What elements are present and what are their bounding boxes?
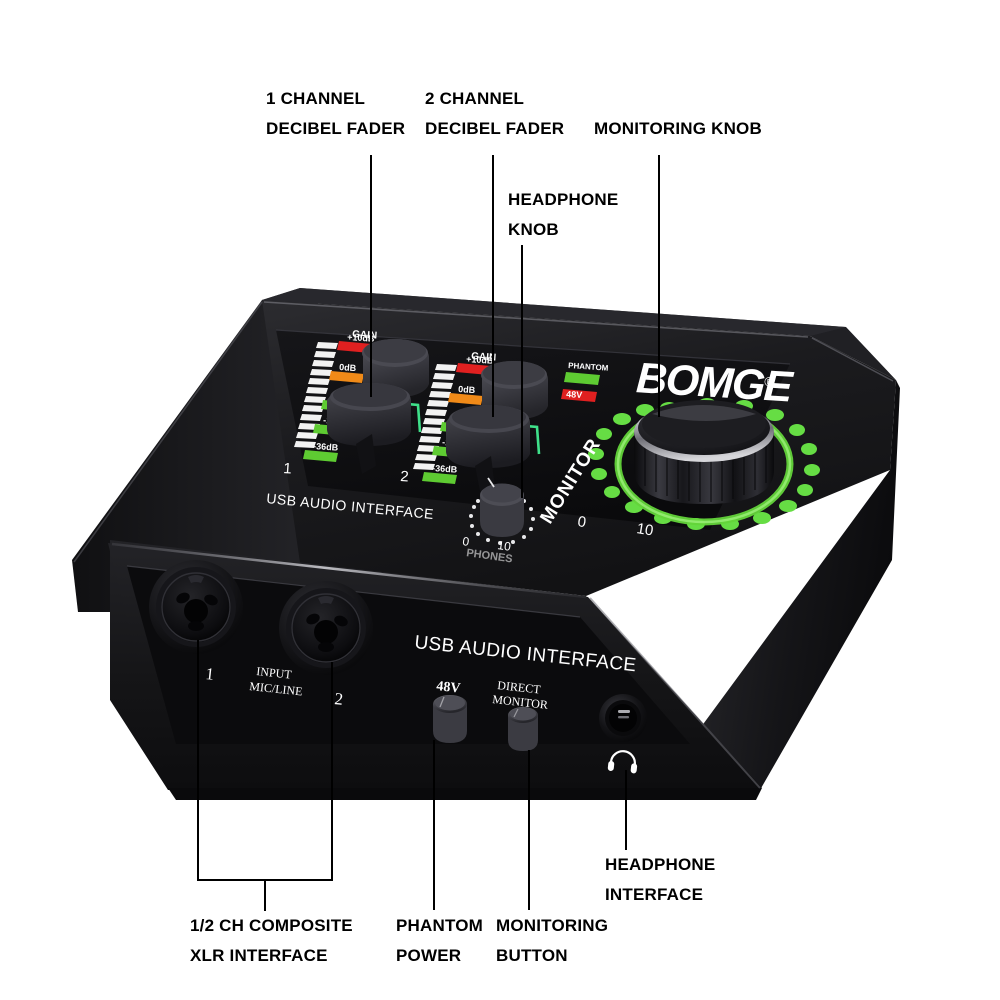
leader-phantom-power xyxy=(433,740,435,910)
svg-text:-36dB: -36dB xyxy=(313,441,339,453)
svg-text:DIRECT: DIRECT xyxy=(497,678,542,697)
callout-xlr-interface-line2: XLR INTERFACE xyxy=(190,946,328,965)
svg-text:-36dB: -36dB xyxy=(432,463,458,475)
svg-text:MIC/LINE: MIC/LINE xyxy=(249,679,303,698)
jack-2-number: 2 xyxy=(334,689,344,709)
svg-text:10: 10 xyxy=(635,520,654,539)
leader-channel-1-fader xyxy=(370,155,372,397)
callout-channel-1-fader-line2: DECIBEL FADER xyxy=(266,119,406,138)
svg-text:10: 10 xyxy=(497,538,512,554)
leader-monitoring-knob xyxy=(658,155,660,417)
phantom-power-button: 48V xyxy=(433,679,467,743)
callout-monitoring-button-line1: MONITORING xyxy=(496,916,609,935)
monitor-knob: 0 10 MONITOR xyxy=(536,398,820,540)
callout-xlr-interface: 1/2 CH COMPOSITE XLR INTERFACE xyxy=(190,911,353,971)
channel-2-fader xyxy=(446,405,541,496)
callout-headphone-interface: HEADPHONE INTERFACE xyxy=(605,850,715,910)
svg-text:INPUT: INPUT xyxy=(256,664,293,682)
svg-text:-13dB: -13dB xyxy=(442,437,468,449)
callout-monitoring-button-line2: BUTTON xyxy=(496,946,568,965)
callout-channel-2-fader-line1: 2 CHANNEL xyxy=(425,89,525,108)
xlr-jack-2 xyxy=(279,581,373,675)
leader-monitoring-button xyxy=(528,750,530,910)
headphone-jack xyxy=(599,694,647,742)
callout-headphone-knob-line1: HEADPHONE xyxy=(508,190,619,209)
xlr-jack-1 xyxy=(149,560,243,654)
svg-text:MONITOR: MONITOR xyxy=(492,692,549,712)
callout-channel-1-fader-line1: 1 CHANNEL xyxy=(266,89,366,108)
svg-text:0dB: 0dB xyxy=(458,384,476,395)
callout-monitoring-button: MONITORING BUTTON xyxy=(496,911,608,971)
callout-xlr-interface-line1: 1/2 CH COMPOSITE xyxy=(190,916,353,935)
svg-text:PHONES: PHONES xyxy=(466,547,514,565)
status-leds: PHANTOM 48V xyxy=(561,361,609,402)
callout-headphone-knob: HEADPHONE KNOB xyxy=(508,185,618,245)
callout-headphone-interface-line1: HEADPHONE xyxy=(605,855,716,874)
channel-1-meter: +10dB 0dB -6dB -13dB -36dB xyxy=(294,332,375,462)
callout-channel-2-fader-line2: DECIBEL FADER xyxy=(425,119,565,138)
leader-xlr-drop xyxy=(264,879,266,911)
svg-text:®: ® xyxy=(764,374,775,390)
svg-text:0dB: 0dB xyxy=(339,362,357,373)
svg-text:48V: 48V xyxy=(566,389,583,400)
input-mic-line-label: INPUT MIC/LINE xyxy=(249,664,303,698)
top-panel-title: USB AUDIO INTERFACE xyxy=(266,490,435,522)
svg-text:+10dB: +10dB xyxy=(466,354,494,366)
leader-xlr-jack-2 xyxy=(331,662,333,880)
channel-2-number: 2 xyxy=(400,468,410,486)
callout-channel-2-fader: 2 CHANNEL DECIBEL FADER xyxy=(425,84,564,144)
channel-1-gain-knob: GAIN xyxy=(352,329,429,399)
svg-text:0: 0 xyxy=(462,534,471,549)
callout-phantom-power: PHANTOM POWER xyxy=(396,911,483,971)
headphone-knob: 0 10 PHONES xyxy=(462,477,535,565)
channel-1-fader xyxy=(327,383,422,474)
svg-text:-13dB: -13dB xyxy=(323,415,349,427)
svg-text:MONITOR: MONITOR xyxy=(536,435,605,528)
headphone-icon xyxy=(607,750,638,774)
svg-text:-6dB: -6dB xyxy=(450,413,471,424)
callout-phantom-power-line2: POWER xyxy=(396,946,462,965)
callout-phantom-power-line1: PHANTOM xyxy=(396,916,484,935)
leader-headphone-interface xyxy=(625,770,627,850)
callout-headphone-knob-line2: KNOB xyxy=(508,220,559,239)
channel-2-meter: +10dB 0dB -6dB -13dB -36dB xyxy=(413,354,494,484)
callout-monitoring-knob: MONITORING KNOB xyxy=(594,114,762,144)
svg-text:GAIN: GAIN xyxy=(352,329,378,342)
callout-headphone-interface-line2: INTERFACE xyxy=(605,885,704,904)
direct-monitor-button: DIRECT MONITOR xyxy=(492,678,549,751)
svg-text:-6dB: -6dB xyxy=(331,391,352,402)
callout-monitoring-knob-line1: MONITORING KNOB xyxy=(594,119,762,138)
svg-text:48V: 48V xyxy=(436,679,462,696)
svg-text:0: 0 xyxy=(576,513,587,531)
channel-1-number: 1 xyxy=(283,460,293,478)
leader-channel-2-fader xyxy=(492,155,494,417)
channel-2-gain-knob: GAIN xyxy=(471,351,548,421)
leader-headphone-knob xyxy=(521,245,523,498)
leader-xlr-jack-1 xyxy=(197,640,199,880)
jack-1-number: 1 xyxy=(205,664,215,684)
front-panel-title: USB AUDIO INTERFACE xyxy=(413,632,637,676)
svg-text:PHANTOM: PHANTOM xyxy=(568,361,609,373)
callout-channel-1-fader: 1 CHANNEL DECIBEL FADER xyxy=(266,84,405,144)
